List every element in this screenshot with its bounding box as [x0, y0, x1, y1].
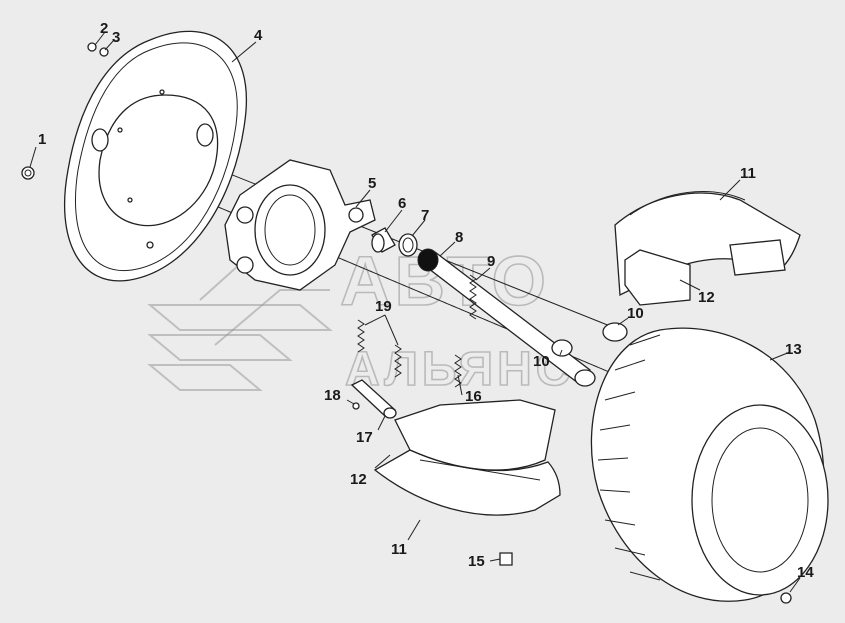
- callout-11-lower: 11: [391, 541, 407, 558]
- callout-17: 17: [356, 429, 373, 446]
- callout-12-lower: 12: [350, 471, 367, 488]
- lower-brake-shoe: [373, 399, 561, 516]
- callout-4: 4: [254, 27, 263, 44]
- callout-5: 5: [368, 175, 376, 192]
- part-2-3-bolt-washer: [87, 42, 109, 57]
- callout-3: 3: [112, 29, 120, 46]
- upper-brake-shoe: [614, 191, 801, 306]
- callout-14: 14: [797, 564, 814, 581]
- part-13-brake-drum: [590, 327, 829, 602]
- callout-12-upper: 12: [698, 289, 715, 306]
- callout-2: 2: [100, 20, 108, 37]
- callout-19: 19: [375, 298, 392, 315]
- part-8-camshaft: [417, 248, 596, 387]
- part-10-roller-upper: [602, 322, 628, 342]
- callout-1: 1: [38, 131, 46, 148]
- part-18-clip: [352, 402, 360, 410]
- leader-lines: [29, 31, 801, 593]
- part-1-nut: [21, 166, 35, 180]
- part-9-spring: [469, 274, 477, 320]
- watermark-line1: АВТО: [340, 242, 550, 320]
- callout-8: 8: [455, 229, 463, 246]
- callout-18: 18: [324, 387, 341, 404]
- part-14-bolt: [780, 592, 792, 604]
- part-10-roller-lower: [551, 339, 573, 357]
- part-7-seal-ring: [398, 233, 418, 257]
- part-19-springs: [357, 319, 402, 378]
- part-17-anchor-pin: [350, 379, 397, 419]
- part-4-dust-shield: [64, 30, 247, 282]
- callout-9: 9: [487, 253, 495, 270]
- part-15-bolt: [499, 552, 513, 566]
- callout-10-upper: 10: [627, 305, 644, 322]
- callout-15: 15: [468, 553, 485, 570]
- callout-10-lower: 10: [533, 353, 550, 370]
- part-5-brake-spider: [224, 159, 376, 291]
- callout-6: 6: [398, 195, 406, 212]
- callout-11-upper: 11: [740, 165, 756, 182]
- callout-7: 7: [421, 207, 429, 224]
- callout-13: 13: [785, 341, 802, 358]
- callout-16: 16: [465, 388, 482, 405]
- part-6-bushing: [371, 227, 396, 253]
